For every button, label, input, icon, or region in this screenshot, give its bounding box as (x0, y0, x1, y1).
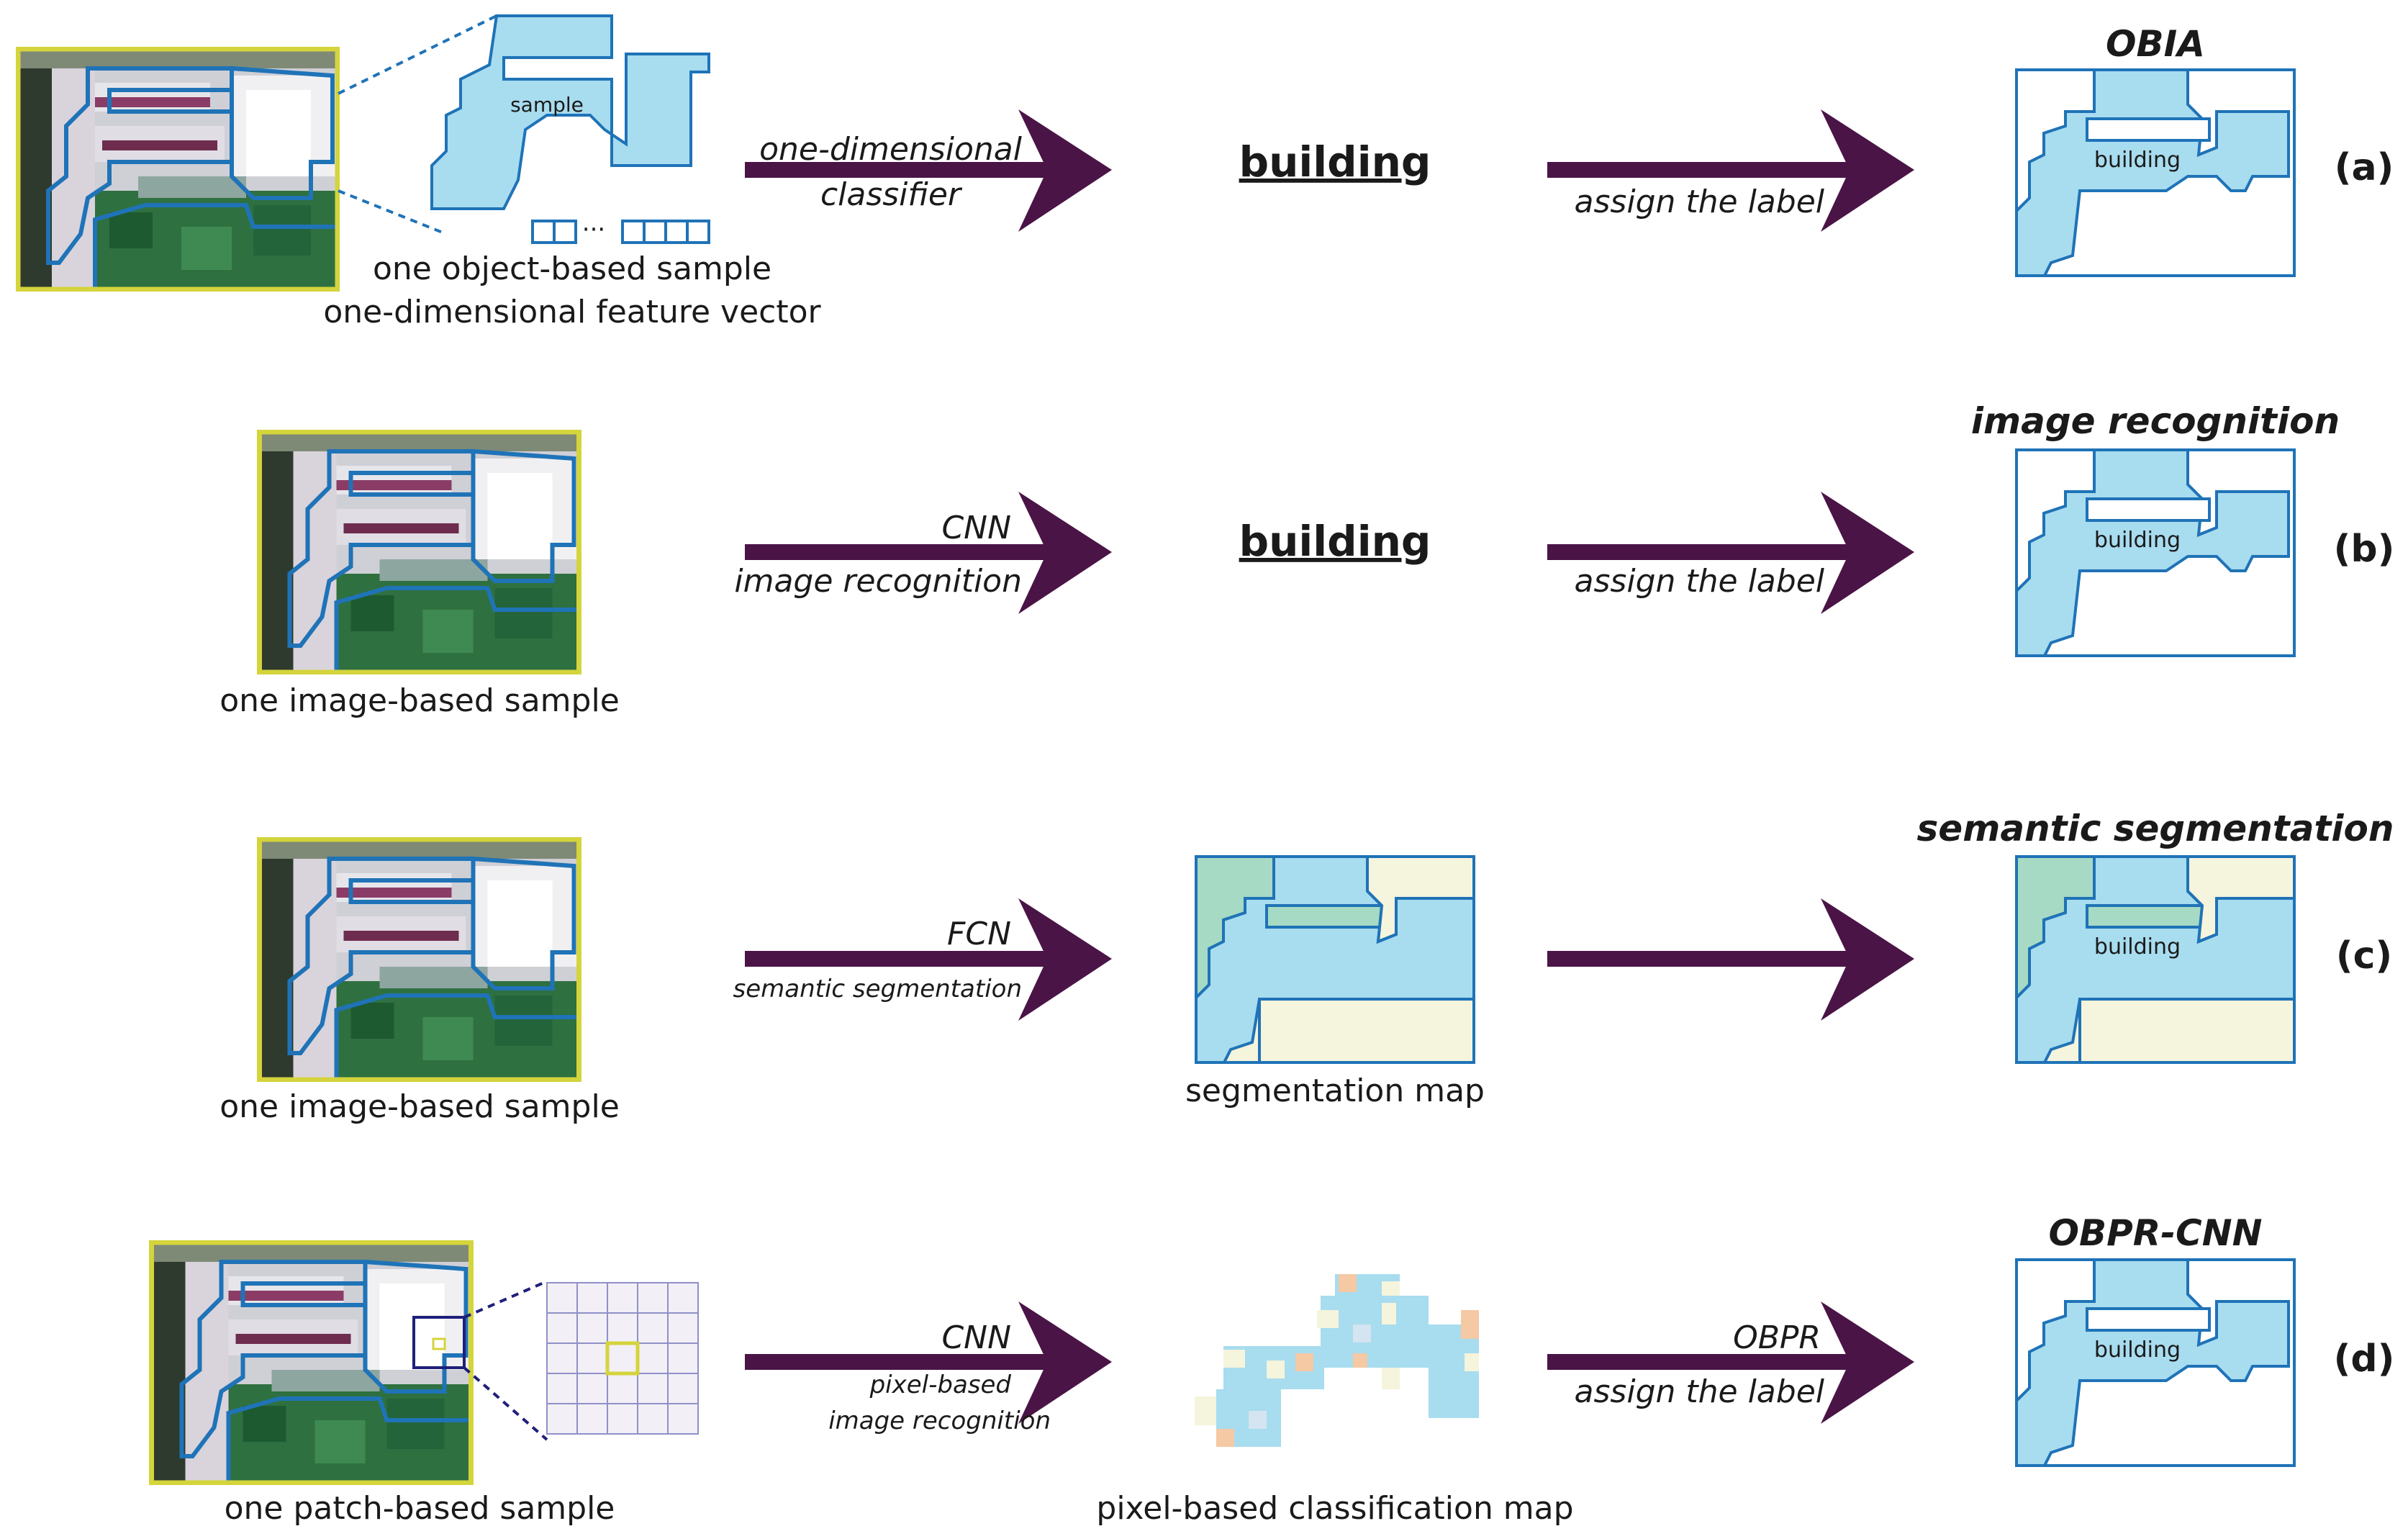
row-d: one patch-based sample CNN pixel-based i… (150, 1212, 2395, 1527)
center-pixel-marker (432, 1337, 446, 1350)
zoom-line-top (338, 14, 497, 95)
tag-d: (d) (2334, 1337, 2395, 1381)
result-map-c (2015, 855, 2296, 1064)
middle-building-b: building (1239, 517, 1431, 566)
pixel-classification-map (1195, 1274, 1479, 1447)
caption-patch-sample: one patch-based sample (225, 1490, 615, 1527)
arrow-b1-bottom-label: image recognition (734, 563, 1022, 600)
arrow-d1-top-label: CNN (941, 1319, 1011, 1356)
arrow-a1-bottom-label: classifier (820, 176, 963, 213)
object-sample-shape (430, 14, 710, 210)
row-c: one image-based sample FCN semantic segm… (219, 808, 2394, 1125)
patch-grid (546, 1282, 699, 1435)
aerial-image-c (258, 837, 581, 1082)
arrow-a1 (745, 109, 1112, 232)
arrow-d1 (745, 1301, 1112, 1424)
caption-segmentation-map: segmentation map (1185, 1073, 1485, 1109)
result-label-d: building (2094, 1337, 2181, 1363)
aerial-image-d (150, 1240, 474, 1485)
title-image-recognition: image recognition (1971, 400, 2340, 442)
arrow-d1-bottom-label-2: image recognition (828, 1407, 1051, 1435)
result-map-d (2015, 1258, 2296, 1467)
arrow-d2-bottom-label: assign the label (1575, 1373, 1825, 1410)
arrow-c2 (1547, 898, 1914, 1021)
title-obia: OBIA (2106, 23, 2205, 65)
aerial-image-a (16, 47, 340, 292)
result-map-a (2015, 68, 2296, 277)
arrow-c1-top-label: FCN (947, 916, 1011, 952)
arrow-b1-top-label: CNN (941, 510, 1011, 546)
row-b: one image-based sample CNN image recogni… (219, 400, 2394, 719)
caption-image-sample-b: one image-based sample (219, 682, 620, 719)
arrow-d2-top-label: OBPR (1733, 1319, 1821, 1356)
tag-b: (b) (2334, 528, 2395, 571)
arrow-c1-bottom-label: semantic segmentation (733, 975, 1022, 1003)
caption-object-sample: one object-based sample (373, 251, 771, 287)
result-label-b: building (2094, 528, 2181, 553)
title-semantic-segmentation: semantic segmentation (1917, 808, 2394, 849)
row-a: sample ··· one object-based sample one-d… (16, 14, 2394, 330)
tag-a: (a) (2335, 146, 2394, 189)
caption-feature-vector: one-dimensional feature vector (323, 294, 821, 330)
arrow-b2-bottom-label: assign the label (1575, 563, 1825, 600)
segmentation-map (1195, 855, 1475, 1064)
middle-building-a: building (1239, 137, 1431, 186)
patch-zoom-line-bottom (463, 1366, 548, 1441)
tag-c: (c) (2336, 934, 2392, 978)
arrow-d1-bottom-label-1: pixel-based (869, 1371, 1012, 1399)
zoom-line-bottom (338, 189, 447, 235)
caption-image-sample-c: one image-based sample (219, 1088, 620, 1125)
patch-zoom-line-top (463, 1280, 548, 1319)
patch-selection-box (412, 1316, 466, 1369)
sample-label: sample (510, 93, 584, 117)
result-map-b (2015, 448, 2296, 657)
caption-pixel-map: pixel-based classification map (1096, 1490, 1573, 1527)
title-obpr-cnn: OBPR-CNN (2049, 1212, 2263, 1254)
result-label-c: building (2094, 934, 2181, 960)
result-label-a: building (2094, 148, 2181, 173)
arrow-a1-top-label: one-dimensional (759, 131, 1023, 168)
aerial-image-b (258, 430, 581, 674)
arrow-a2-bottom-label: assign the label (1575, 184, 1825, 220)
vector-ellipsis: ··· (582, 215, 605, 244)
feature-vector: ··· (531, 215, 710, 244)
